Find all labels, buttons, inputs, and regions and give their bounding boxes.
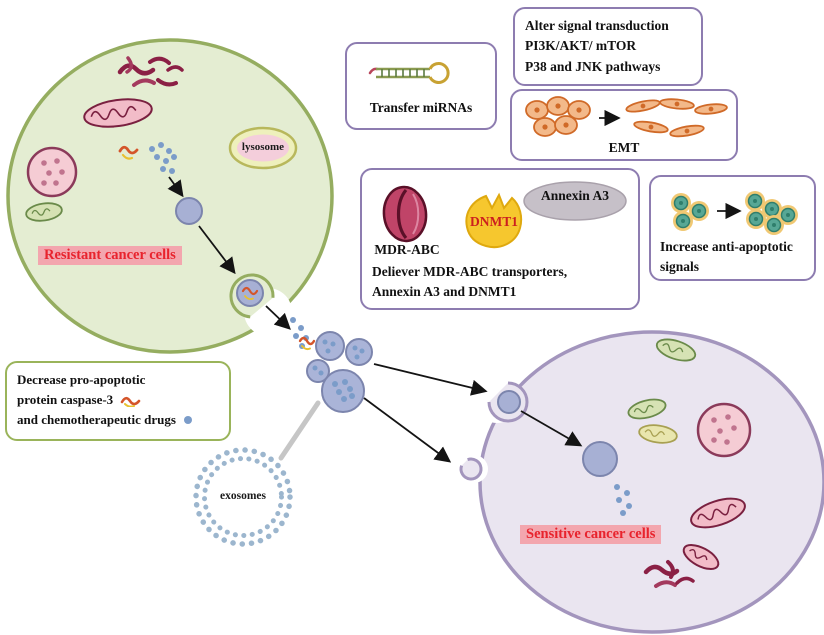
chromosomes-right — [643, 560, 695, 588]
dnmt1-icon — [465, 192, 523, 248]
arrow-cluster-to-receptor — [363, 397, 452, 463]
mitochondrion-pink-left — [83, 98, 153, 128]
decrease-line-1: Decrease pro-apoptotic — [17, 370, 219, 390]
chemo-drug-dot-icon — [183, 416, 192, 425]
mitochondrion-green-right-2 — [627, 398, 667, 420]
exosome-bilayer-ring — [193, 447, 293, 547]
mitochondrion-pink-right-2 — [682, 544, 720, 570]
mesenchymal-cells — [625, 98, 728, 138]
cell-cluster-before — [671, 193, 709, 231]
arrow-endosome-to-vesicle-right — [520, 410, 583, 447]
anti-apoptotic-cells-icon — [671, 191, 798, 235]
mdr-abc-label: MDR-ABC — [374, 242, 440, 257]
mirna-hairpin-icon — [368, 61, 450, 84]
deliver-caption: Deliever MDR-ABC transporters, Annexin A… — [372, 264, 568, 300]
deliver-cargo-box: MDR-ABC DNMT1 Annexin A3 Deliever MDR-AB… — [360, 168, 640, 310]
endosome-right — [497, 390, 521, 414]
exosomes-label: exosomes — [220, 490, 266, 502]
mitochondrion-pink-right-1 — [690, 497, 746, 529]
caspase3-icon — [120, 397, 141, 408]
emt-transition-icon — [525, 96, 728, 138]
alter-signal-text: Alter signal transduction PI3K/AKT/ mTOR… — [525, 18, 669, 74]
lysosome-label: lysosome — [241, 141, 285, 153]
decrease-line-2: protein caspase-3 — [17, 390, 219, 410]
multivesicular-body — [236, 279, 264, 307]
arrow-endosome-to-mvb — [198, 225, 236, 275]
granular-organelle-left — [26, 146, 78, 198]
annexin-a3-label: Annexin A3 — [541, 188, 609, 203]
epithelial-cells — [525, 96, 591, 137]
deliver-cargo-icons — [382, 181, 627, 248]
alter-signal-box: Alter signal transduction PI3K/AKT/ mTOR… — [513, 7, 703, 86]
annexin-a3-icon — [523, 181, 627, 221]
mirna-cargo-left-icon — [118, 145, 139, 160]
endosome-left — [175, 197, 203, 225]
emt-label: EMT — [608, 140, 640, 155]
arrow-cluster-to-endocytosis — [373, 363, 488, 396]
anti-apoptotic-box: Increase anti-apoptotic signals — [649, 175, 816, 281]
mitochondrion-yellow-right — [638, 424, 678, 444]
sensitive-cell-membrane — [459, 330, 824, 634]
mdr-abc-icon — [382, 185, 428, 243]
cell-cluster-after — [745, 191, 798, 235]
drug-dots-right — [614, 484, 632, 516]
connector-to-exosome-ring — [278, 400, 321, 461]
transfer-mirnas-box: Transfer miRNAs — [345, 42, 497, 130]
decrease-box: Decrease pro-apoptotic protein caspase-3… — [5, 361, 231, 441]
decrease-line-1-text: Decrease pro-apoptotic — [17, 372, 146, 387]
arrow-dots-to-endosome — [167, 176, 184, 198]
anti-apoptotic-text: Increase anti-apoptotic signals — [660, 239, 793, 275]
chromosomes-left — [117, 56, 184, 87]
transfer-mirnas-label: Transfer miRNAs — [369, 99, 473, 115]
decrease-line-3-text: and chemotherapeutic drugs — [17, 412, 176, 428]
emt-box: EMT — [510, 89, 738, 161]
mitochondrion-green-left — [25, 202, 63, 222]
exosome-cluster — [298, 331, 373, 413]
sensitive-cell-label: Sensitive cancer cells — [520, 525, 662, 544]
released-drug-dots — [290, 317, 309, 349]
vesicle-right — [582, 441, 618, 477]
dnmt1-label: DNMT1 — [470, 214, 518, 229]
granular-organelle-right — [696, 402, 752, 458]
mitochondrion-green-right-1 — [655, 338, 697, 362]
drug-dots-left — [149, 142, 177, 174]
arrow-exosome-release — [265, 305, 291, 330]
resistant-cell-label: Resistant cancer cells — [38, 246, 182, 265]
decrease-line-2-text: protein caspase-3 — [17, 392, 114, 408]
decrease-line-3: and chemotherapeutic drugs — [17, 410, 219, 430]
lysosome-organelle — [228, 126, 298, 170]
